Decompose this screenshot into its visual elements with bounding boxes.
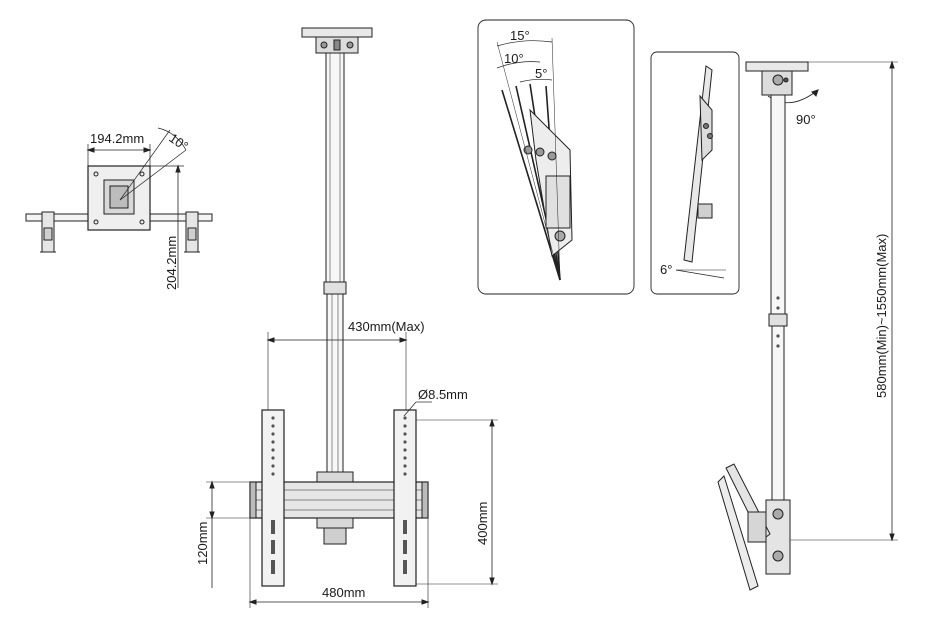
tilt-detail-frame bbox=[477, 19, 635, 295]
top-view bbox=[25, 127, 213, 288]
plate-height-label: 204.2mm bbox=[164, 236, 179, 290]
rotation-label: 90° bbox=[796, 112, 816, 127]
side-detail-panel bbox=[650, 51, 740, 295]
tilt-15-label: 15° bbox=[510, 28, 530, 43]
ceiling-plate bbox=[301, 27, 373, 38]
tilt-10-label: 10° bbox=[504, 51, 524, 66]
side-detail-frame bbox=[650, 51, 740, 295]
hole-diameter-label: Ø8.5mm bbox=[418, 387, 468, 402]
plate-width-label: 194.2mm bbox=[90, 131, 144, 146]
front-view bbox=[206, 27, 498, 608]
tilt-detail-panel bbox=[477, 19, 635, 295]
plate-angle-line bbox=[119, 129, 171, 201]
top-view-plate-core bbox=[109, 185, 129, 209]
plate-hole bbox=[93, 219, 99, 225]
max-width-label: 430mm(Max) bbox=[348, 319, 425, 334]
extension-pole-upper bbox=[325, 52, 345, 286]
left-vesa-arm bbox=[261, 409, 285, 587]
plate-hole bbox=[139, 171, 145, 177]
tilt-5-label: 5° bbox=[535, 66, 547, 81]
side-view bbox=[717, 60, 898, 591]
pole-length-label: 580mm(Min)~1550mm(Max) bbox=[874, 234, 889, 398]
plate-hole bbox=[139, 219, 145, 225]
plate-angle-label: 10° bbox=[166, 130, 191, 154]
side-pole-lower bbox=[771, 325, 785, 503]
side-screen-arm bbox=[717, 475, 759, 591]
side-pole-upper bbox=[770, 94, 786, 316]
frame-height-label: 400mm bbox=[475, 502, 490, 545]
side-ceiling-plate bbox=[745, 61, 809, 72]
tilt-6-label: 6° bbox=[660, 262, 672, 277]
side-detail-panel-arm bbox=[683, 65, 713, 263]
plate-hole bbox=[93, 171, 99, 177]
frame-width-label: 480mm bbox=[322, 585, 365, 600]
rail-height-label: 120mm bbox=[195, 522, 210, 565]
extension-pole-lower bbox=[326, 293, 344, 475]
right-vesa-arm bbox=[393, 409, 417, 587]
